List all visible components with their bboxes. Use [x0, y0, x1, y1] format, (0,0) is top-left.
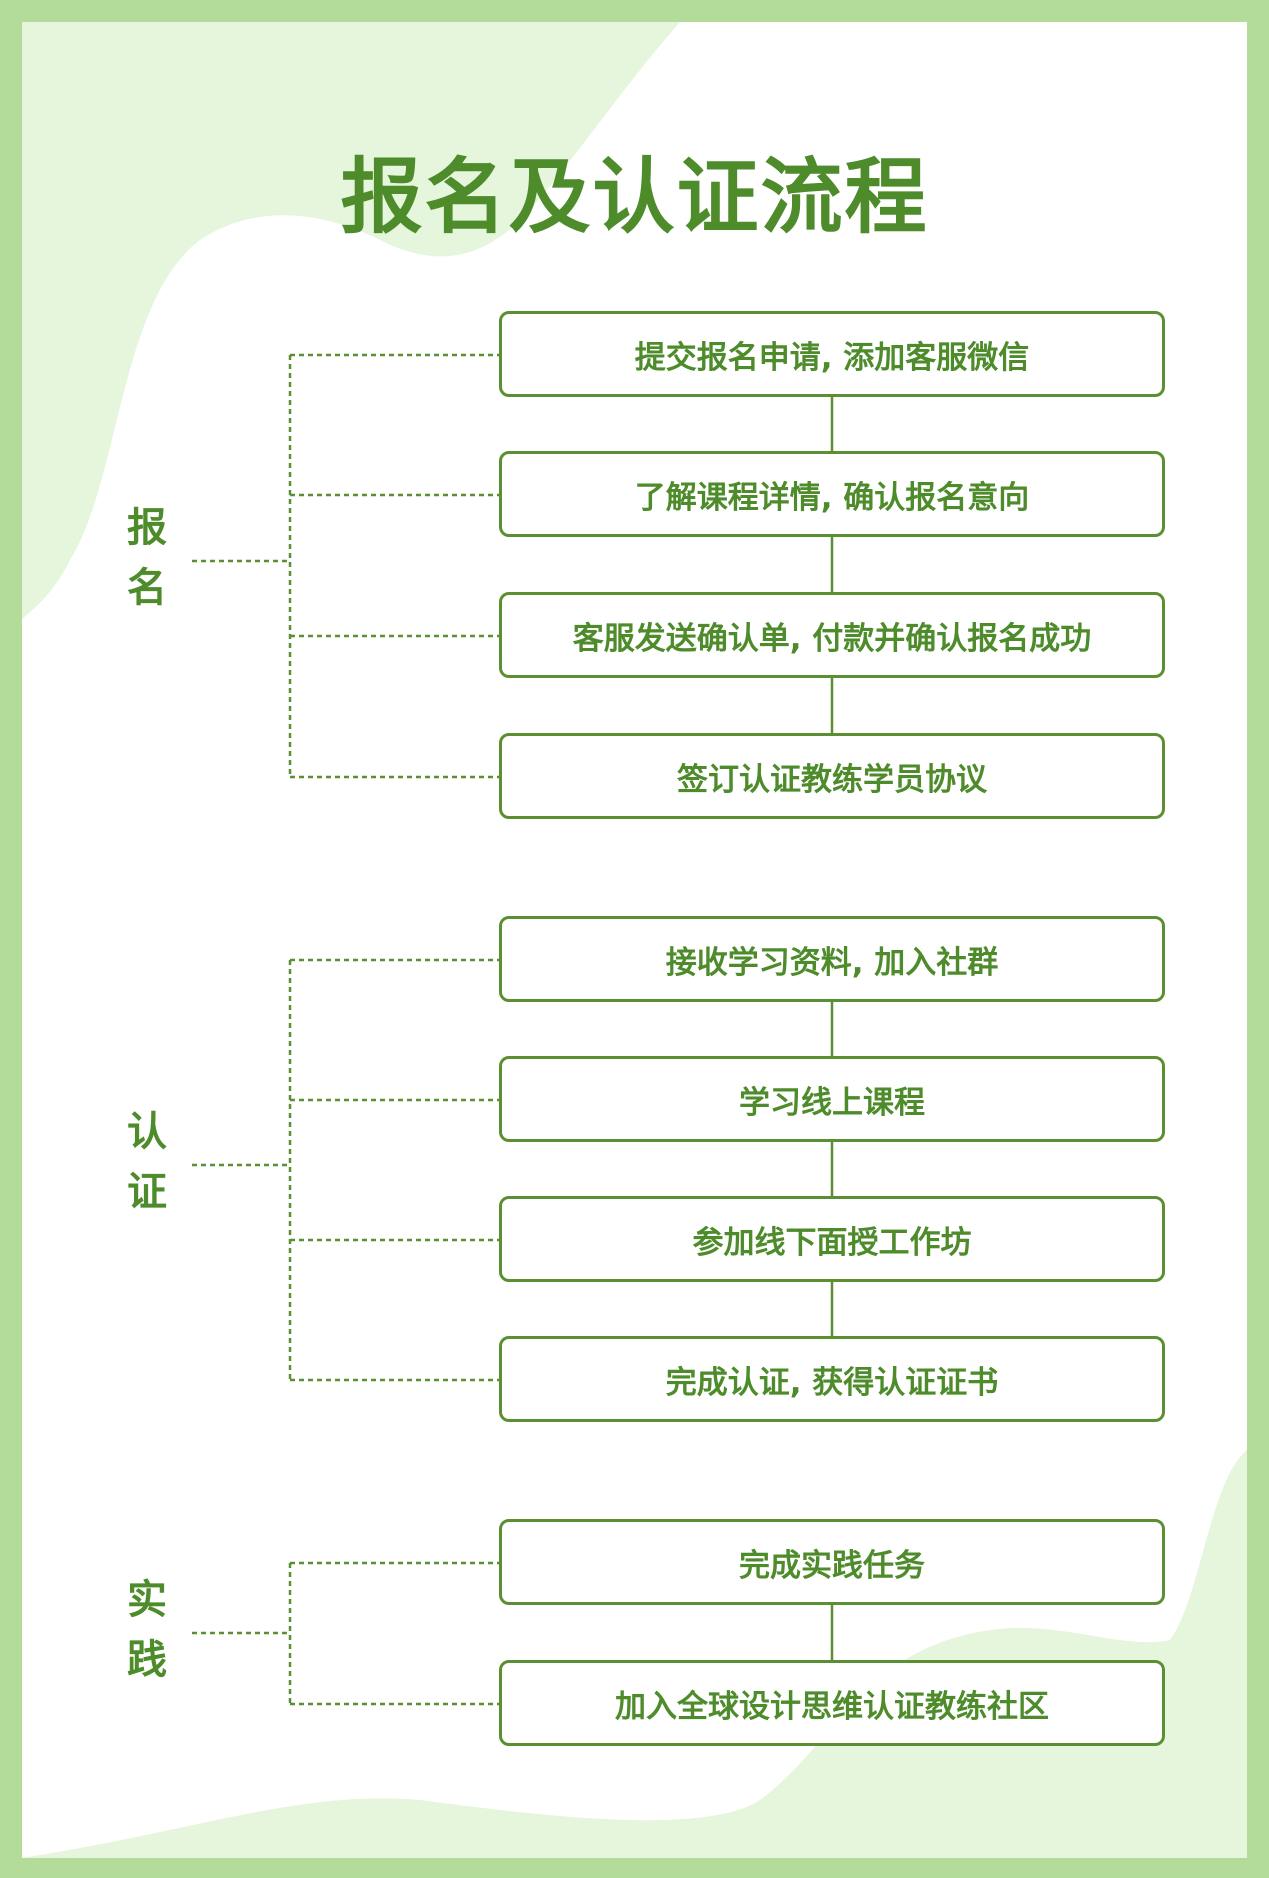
step-box: 客服发送确认单, 付款并确认报名成功: [499, 592, 1165, 678]
group-label-practice: 实 践: [122, 1570, 172, 1690]
step-box: 接收学习资料, 加入社群: [499, 916, 1165, 1002]
group-label-char: 认: [127, 1109, 167, 1155]
step-box: 签订认证教练学员协议: [499, 733, 1165, 819]
step-box: 了解课程详情, 确认报名意向: [499, 451, 1165, 537]
step-box: 完成认证, 获得认证证书: [499, 1336, 1165, 1422]
group-label-char: 报: [127, 505, 167, 551]
step-box: 参加线下面授工作坊: [499, 1196, 1165, 1282]
step-box: 完成实践任务: [499, 1519, 1165, 1605]
group-label-certification: 认 证: [122, 1102, 172, 1222]
group-label-char: 践: [127, 1637, 167, 1683]
step-box: 加入全球设计思维认证教练社区: [499, 1660, 1165, 1746]
group-label-char: 名: [127, 565, 167, 611]
step-box: 提交报名申请, 添加客服微信: [499, 311, 1165, 397]
page-title: 报名及认证流程: [340, 150, 929, 245]
group-label-char: 实: [127, 1577, 167, 1623]
step-box: 学习线上课程: [499, 1056, 1165, 1142]
group-label-char: 证: [127, 1169, 167, 1215]
group-label-signup: 报 名: [122, 498, 172, 618]
